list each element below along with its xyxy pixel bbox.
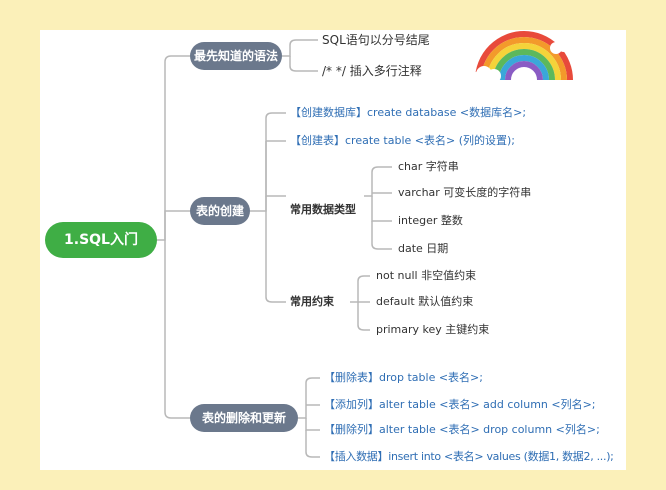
leaf-add-column: 【添加列】alter table <表名> add column <列名>; <box>324 398 596 411</box>
leaf-constraint-default: default 默认值约束 <box>376 295 474 308</box>
rainbow-illustration <box>470 14 580 84</box>
leaf-drop-column: 【删除列】alter table <表名> drop column <列名>; <box>324 423 600 436</box>
leaf-type-char: char 字符串 <box>398 160 459 173</box>
leaf-type-integer: integer 整数 <box>398 214 463 227</box>
branch-node-create-table: 表的创建 <box>190 197 250 225</box>
branch-node-delete-update: 表的删除和更新 <box>190 404 298 432</box>
leaf-insert-into: 【插入数据】insert into <表名> values (数据1, 数据2,… <box>324 450 614 463</box>
sub-node-constraints: 常用约束 <box>290 295 334 308</box>
leaf-type-date: date 日期 <box>398 242 449 255</box>
leaf-create-table: 【创建表】create table <表名> (列的设置); <box>290 134 515 147</box>
leaf-create-database: 【创建数据库】create database <数据库名>; <box>290 106 527 119</box>
leaf-comment-rule: /* */ 插入多行注释 <box>322 64 422 78</box>
leaf-type-varchar: varchar 可变长度的字符串 <box>398 186 532 199</box>
leaf-drop-table: 【删除表】drop table <表名>; <box>324 371 483 384</box>
sub-node-data-types: 常用数据类型 <box>290 203 356 216</box>
branch-node-syntax: 最先知道的语法 <box>190 42 282 70</box>
leaf-constraint-primary-key: primary key 主键约束 <box>376 323 490 336</box>
root-node: 1.SQL入门 <box>45 222 157 258</box>
leaf-constraint-not-null: not null 非空值约束 <box>376 269 477 282</box>
leaf-semicolon-rule: SQL语句以分号结尾 <box>322 33 430 47</box>
